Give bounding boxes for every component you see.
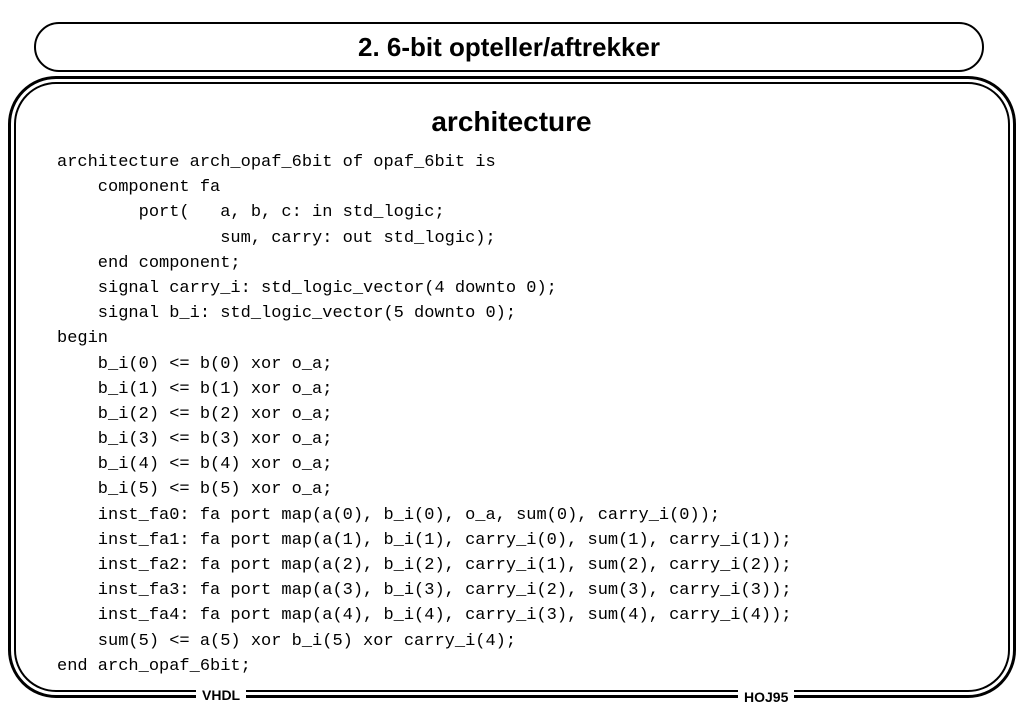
code-line: inst_fa0: fa port map(a(0), b_i(0), o_a,… — [57, 505, 721, 525]
content-frame-outer — [8, 76, 1016, 698]
code-line: inst_fa1: fa port map(a(1), b_i(1), carr… — [57, 530, 792, 550]
code-line: port( a, b, c: in std_logic; — [57, 203, 445, 223]
footer-left-label: VHDL — [196, 686, 247, 704]
code-line: b_i(1) <= b(1) xor o_a; — [57, 379, 333, 399]
code-line: begin — [57, 329, 109, 349]
code-line: sum(5) <= a(5) xor b_i(5) xor carry_i(4)… — [57, 631, 517, 651]
code-line: b_i(5) <= b(5) xor o_a; — [57, 480, 333, 500]
code-line: b_i(3) <= b(3) xor o_a; — [57, 430, 333, 450]
title-box: 2. 6-bit opteller/aftrekker — [34, 22, 984, 72]
content-frame-inner — [14, 82, 1010, 692]
code-line: b_i(2) <= b(2) xor o_a; — [57, 404, 333, 424]
slide-title: 2. 6-bit opteller/aftrekker — [358, 32, 660, 62]
code-line: end component; — [57, 253, 241, 273]
footer-right-label: HOJ95 — [738, 688, 795, 706]
code-line: architecture arch_opaf_6bit of opaf_6bit… — [57, 153, 496, 172]
code-block: architecture arch_opaf_6bit of opaf_6bit… — [57, 150, 792, 679]
code-line: b_i(0) <= b(0) xor o_a; — [57, 354, 333, 374]
section-heading: architecture — [431, 106, 592, 137]
code-line: component fa — [57, 178, 221, 198]
code-line: signal b_i: std_logic_vector(5 downto 0)… — [57, 304, 517, 324]
code-line: inst_fa2: fa port map(a(2), b_i(2), carr… — [57, 556, 792, 575]
code-line: b_i(4) <= b(4) xor o_a; — [57, 455, 333, 475]
code-line: signal carry_i: std_logic_vector(4 downt… — [57, 278, 557, 298]
code-line: sum, carry: out std_logic); — [57, 228, 496, 248]
code-line: end arch_opaf_6bit; — [57, 656, 251, 676]
code-line: inst_fa4: fa port map(a(4), b_i(4), carr… — [57, 606, 792, 626]
code-line: inst_fa3: fa port map(a(3), b_i(3), carr… — [57, 581, 792, 601]
